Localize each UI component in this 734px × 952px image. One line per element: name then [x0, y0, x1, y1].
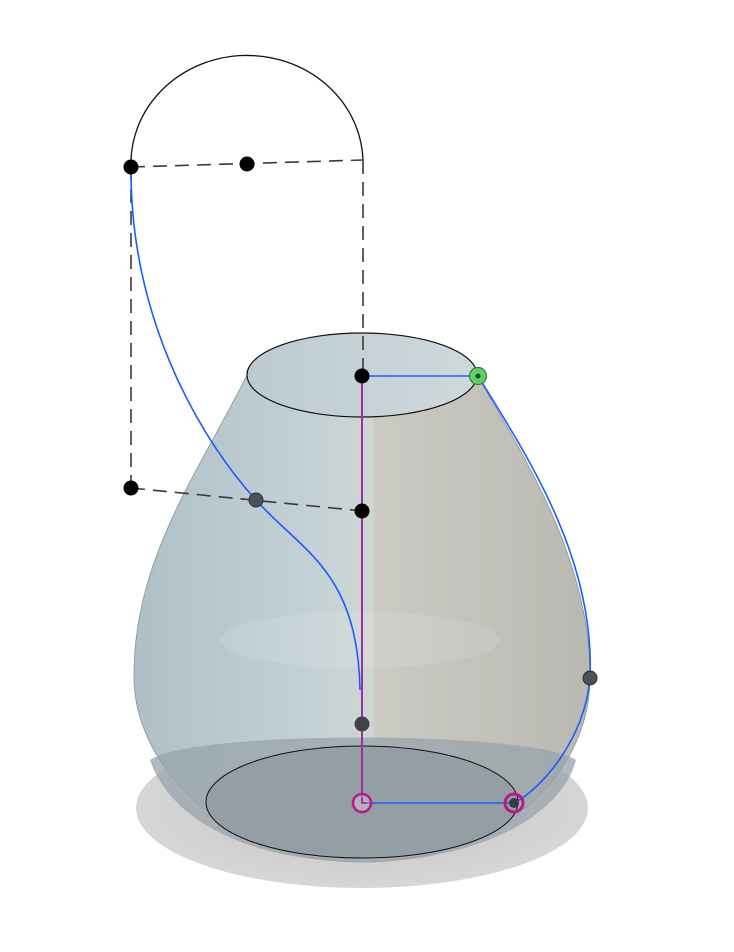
magenta-origin-icon[interactable]: [351, 792, 373, 814]
point-left-lower[interactable]: [123, 480, 139, 496]
magenta-end-point-icon[interactable]: [503, 792, 525, 814]
sketch-points: [123, 156, 370, 519]
construction-arc[interactable]: [130, 54, 364, 168]
point-axis-top[interactable]: [354, 368, 370, 384]
dashed-middle-line[interactable]: [130, 487, 364, 512]
green-start-point-icon[interactable]: [468, 366, 488, 386]
point-arc-center[interactable]: [239, 156, 255, 172]
point-axis-lower[interactable]: [354, 716, 370, 732]
body-reflection: [220, 612, 500, 668]
point-axis-middle[interactable]: [354, 503, 370, 519]
point-arc-left[interactable]: [123, 159, 139, 175]
point-right-bulge[interactable]: [582, 670, 598, 686]
profile-left-spline[interactable]: [130, 166, 361, 691]
profile-curves: [130, 166, 592, 804]
point-spline-mid[interactable]: [248, 492, 264, 508]
profile-right-spline[interactable]: [477, 375, 592, 804]
